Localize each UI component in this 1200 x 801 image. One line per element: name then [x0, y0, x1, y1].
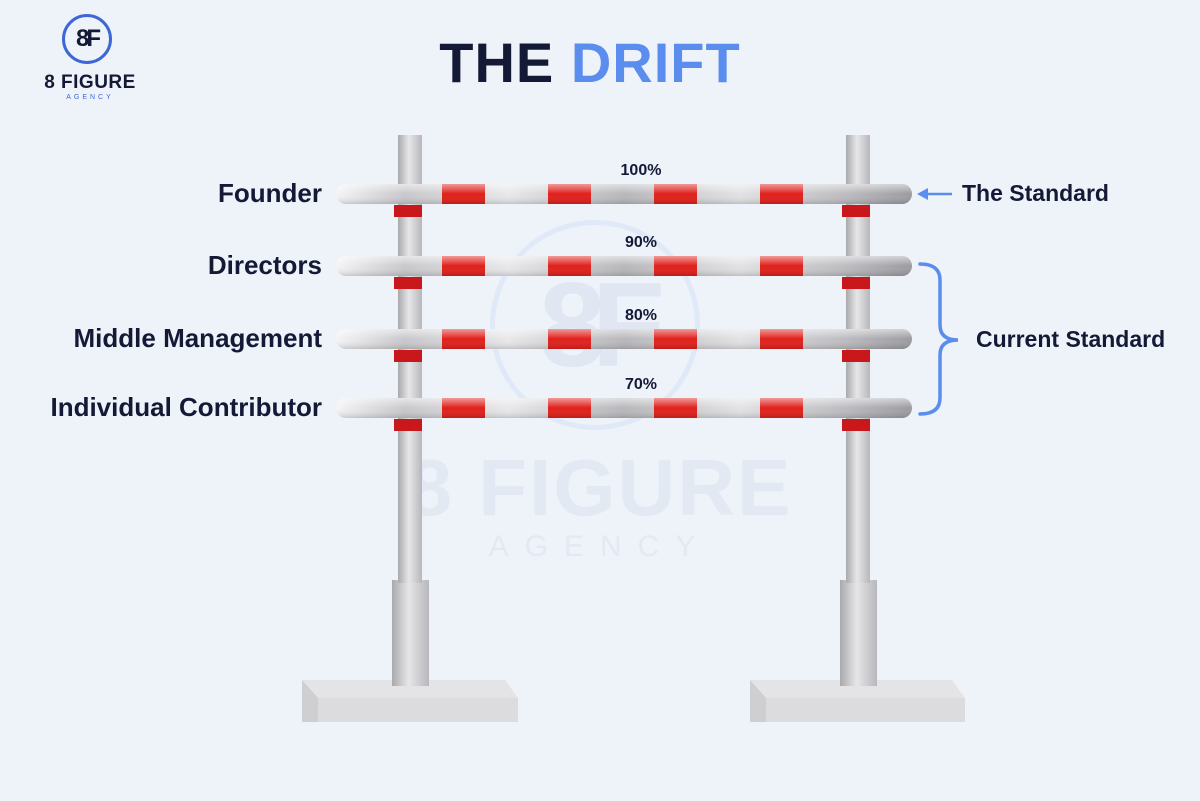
hurdle-bar	[336, 329, 912, 362]
bar-support-block	[842, 419, 870, 431]
level-percent: 100%	[620, 162, 662, 179]
logo-mark: 8F	[62, 14, 112, 64]
brand-logo: 8F 8 FIGURE AGENCY	[40, 14, 150, 106]
the-standard-label: The Standard	[962, 180, 1109, 206]
bar-shading	[336, 398, 912, 418]
current-standard-label: Current Standard	[976, 326, 1166, 352]
level-percent: 70%	[624, 376, 658, 393]
bar-shading	[336, 329, 912, 349]
bar-shading	[336, 256, 912, 276]
level-label: Directors	[207, 250, 322, 280]
bar-support-block	[394, 205, 422, 217]
page-title: THE DRIFT	[0, 30, 1180, 95]
hurdle-bar	[336, 398, 912, 431]
logo-name: 8 FIGURE	[44, 72, 136, 93]
level-label: Founder	[218, 178, 322, 208]
bar-support-block	[842, 350, 870, 362]
logo-subtitle: AGENCY	[66, 94, 114, 101]
bar-support-block	[394, 419, 422, 431]
level-label: Individual Contributor	[50, 392, 322, 422]
left-base	[302, 680, 518, 722]
title-main: THE	[439, 31, 555, 94]
level-label: Middle Management	[73, 323, 322, 353]
current-standard-brace	[918, 262, 959, 416]
level-percent: 90%	[624, 234, 658, 251]
bar-support-block	[842, 205, 870, 217]
standard-arrow	[917, 188, 952, 200]
bar-support-block	[842, 277, 870, 289]
hurdle-bar	[336, 256, 912, 289]
right-base	[750, 680, 965, 722]
bar-support-block	[394, 277, 422, 289]
bar-support-block	[394, 350, 422, 362]
level-percent: 80%	[624, 307, 658, 324]
title-accent: DRIFT	[570, 31, 741, 94]
hurdle-bar	[336, 184, 912, 217]
bar-shading	[336, 184, 912, 204]
